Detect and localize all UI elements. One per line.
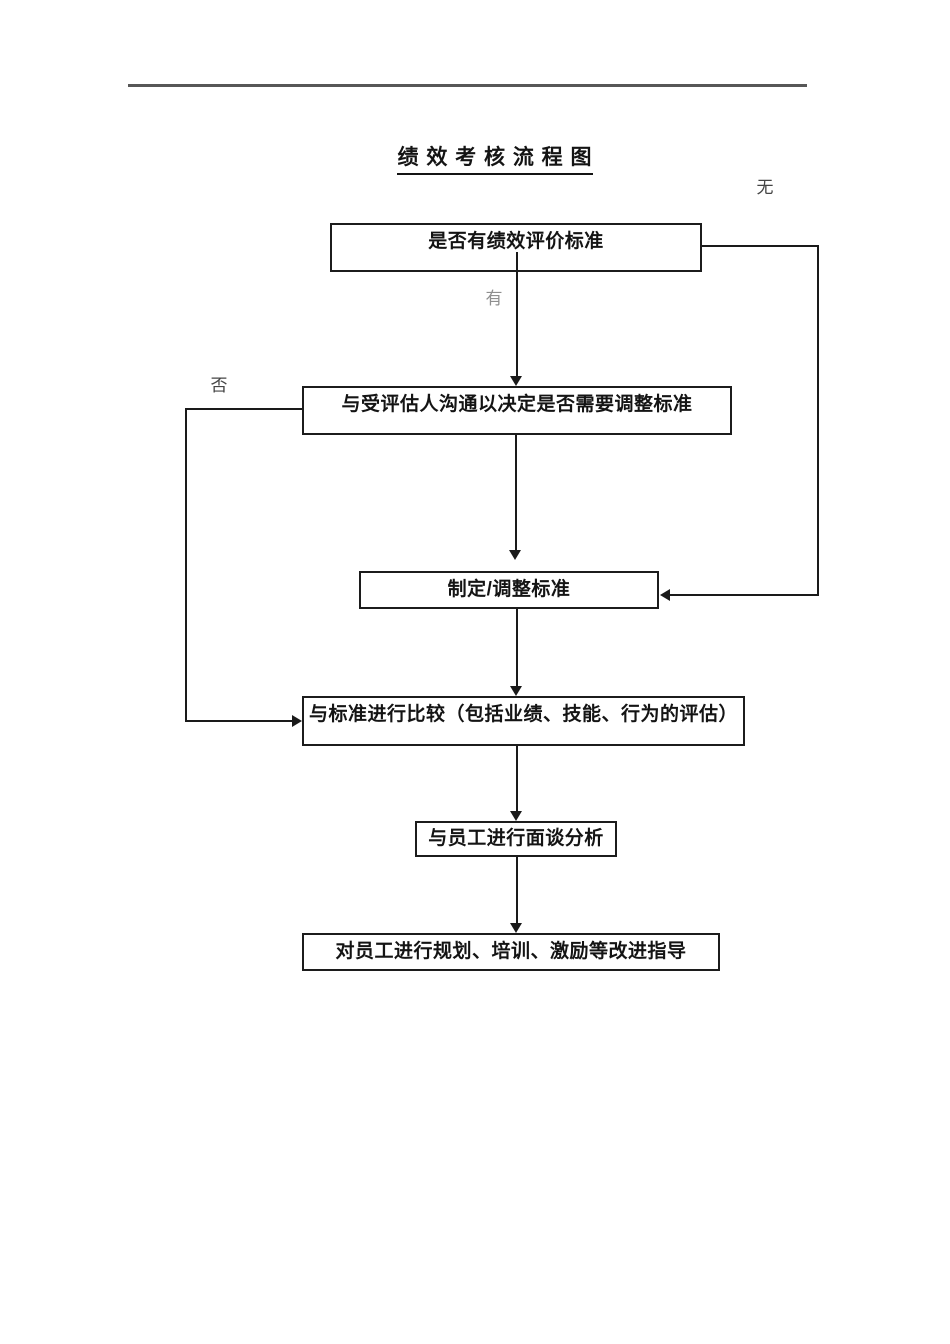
arrowhead-down-icon <box>510 811 522 821</box>
edge-label-yes: 有 <box>485 289 503 308</box>
flow-node-interview-analysis: 与员工进行面谈分析 <box>415 821 617 857</box>
connector-none-right <box>817 245 819 595</box>
connector-communicate-to-adjust <box>515 435 517 550</box>
connector-none-top <box>702 245 819 247</box>
connector-adjust-to-compare <box>516 609 518 686</box>
arrowhead-down-icon <box>510 686 522 696</box>
flow-node-label: 制定/调整标准 <box>447 579 571 601</box>
arrowhead-left-icon <box>660 589 670 601</box>
flow-node-set-adjust-standard: 制定/调整标准 <box>359 571 659 609</box>
flow-node-label: 对员工进行规划、培训、激励等改进指导 <box>335 941 687 963</box>
header-rule <box>128 84 807 87</box>
arrowhead-down-icon <box>510 923 522 933</box>
connector-compare-to-interview <box>516 746 518 811</box>
flow-node-communicate: 与受评估人沟通以决定是否需要调整标准 <box>302 386 732 435</box>
connector-no-left <box>185 408 187 722</box>
flow-node-compare-standard: 与标准进行比较（包括业绩、技能、行为的评估） <box>302 696 745 746</box>
page-title-text: 绩 效 考 核 流 程 图 <box>397 141 593 175</box>
flow-node-label: 是否有绩效评价标准 <box>428 231 604 252</box>
flow-node-label: 与受评估人沟通以决定是否需要调整标准 <box>341 394 693 415</box>
connector-no-bottom <box>185 720 292 722</box>
arrowhead-down-icon <box>509 550 521 560</box>
edge-label-none: 无 <box>756 178 774 197</box>
flow-node-improvement-guidance: 对员工进行规划、培训、激励等改进指导 <box>302 933 720 971</box>
connector-interview-to-guide <box>516 857 518 923</box>
connector-no-top <box>185 408 302 410</box>
arrowhead-down-icon <box>510 376 522 386</box>
flow-node-label: 与标准进行比较（包括业绩、技能、行为的评估） <box>308 704 738 725</box>
arrowhead-right-icon <box>292 715 302 727</box>
edge-label-no: 否 <box>210 376 228 395</box>
connector-check-to-communicate <box>516 252 518 376</box>
page-title: 绩 效 考 核 流 程 图 <box>330 141 660 175</box>
flow-node-label: 与员工进行面谈分析 <box>428 828 604 850</box>
connector-none-bottom <box>669 594 819 596</box>
